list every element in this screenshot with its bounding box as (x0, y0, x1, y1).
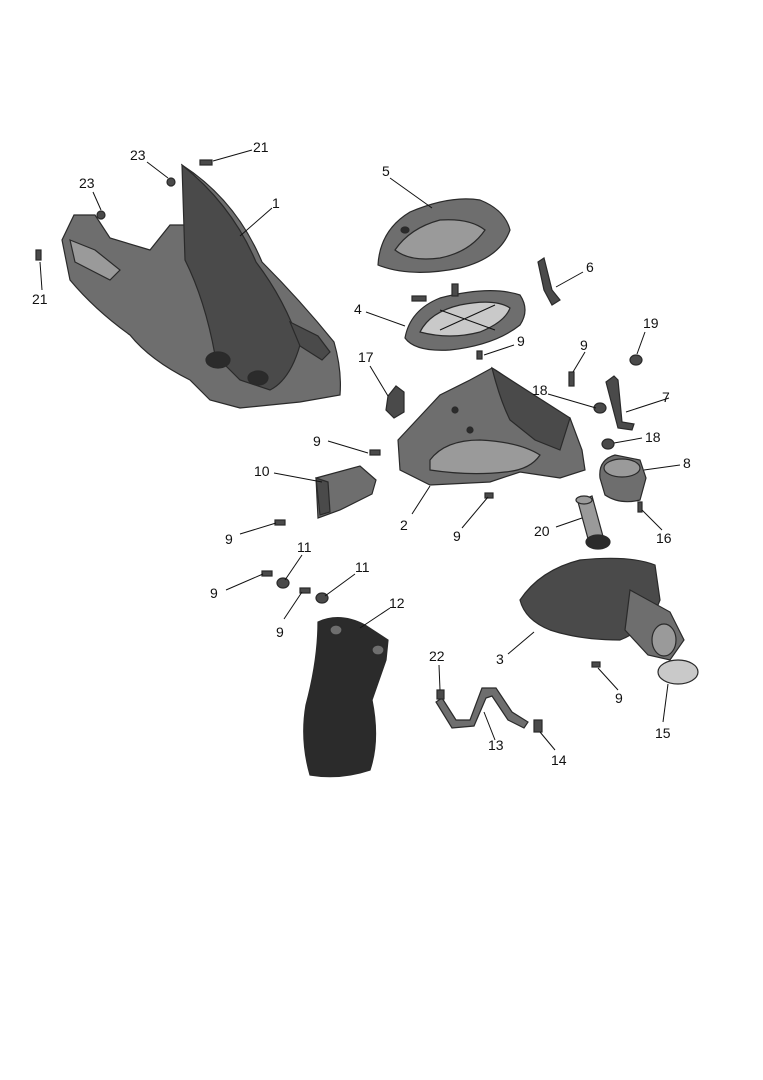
leader-lines (39, 149, 681, 751)
part-7-strap (605, 375, 635, 431)
callout-22: 22 (429, 648, 445, 664)
part-6-bracket (537, 257, 561, 306)
callout-8: 8 (683, 455, 691, 471)
callout-20: 20 (534, 523, 550, 539)
small-fasteners (476, 350, 643, 450)
callout-9: 9 (580, 337, 588, 353)
callout-9: 9 (225, 531, 233, 547)
callout-15: 15 (655, 725, 671, 741)
part-14-fitting (533, 719, 543, 733)
callout-9: 9 (615, 690, 623, 706)
callout-9: 9 (517, 333, 525, 349)
callout-9: 9 (313, 433, 321, 449)
callout-11: 11 (297, 539, 312, 555)
parts-21-23-fasteners (35, 159, 213, 261)
part-16-screw (637, 501, 643, 513)
part-3-intake-duct (519, 557, 685, 661)
part-5-filter-cover (377, 198, 511, 273)
callout-12: 12 (389, 595, 405, 611)
callout-23: 23 (130, 147, 146, 163)
part-12-rear-panel (303, 617, 389, 778)
part-20-tube (575, 495, 611, 550)
callout-1: 1 (272, 195, 280, 211)
callout-4: 4 (354, 301, 362, 317)
part-15-clamp (657, 659, 699, 685)
part-1-side-cover (61, 163, 341, 409)
part-22-fitting (436, 689, 445, 700)
callout-17: 17 (358, 349, 374, 365)
callout-18: 18 (645, 429, 661, 445)
part-4-filter-element (404, 283, 526, 351)
callout-21: 21 (253, 139, 269, 155)
part-13-hose (435, 687, 529, 729)
callout-7: 7 (662, 389, 670, 405)
callouts: 21 23 23 21 1 5 6 4 9 17 19 9 18 7 18 8 … (32, 139, 691, 768)
callout-9: 9 (210, 585, 218, 601)
callout-21: 21 (32, 291, 48, 307)
part-17-clip (385, 385, 405, 419)
callout-9: 9 (453, 528, 461, 544)
callout-9: 9 (276, 624, 284, 640)
part-9-screws (261, 449, 601, 668)
callout-5: 5 (382, 163, 390, 179)
callout-6: 6 (586, 259, 594, 275)
callout-2: 2 (400, 517, 408, 533)
part-8-intake-sleeve (599, 454, 647, 503)
part-10-small-cover (315, 465, 377, 519)
callout-14: 14 (551, 752, 567, 768)
callout-11: 11 (355, 559, 370, 575)
callout-3: 3 (496, 651, 504, 667)
callout-16: 16 (656, 530, 672, 546)
callout-10: 10 (254, 463, 270, 479)
callout-19: 19 (643, 315, 659, 331)
callout-13: 13 (488, 737, 504, 753)
part-2-airbox-housing (397, 366, 586, 486)
callout-23: 23 (79, 175, 95, 191)
callout-18: 18 (532, 382, 548, 398)
